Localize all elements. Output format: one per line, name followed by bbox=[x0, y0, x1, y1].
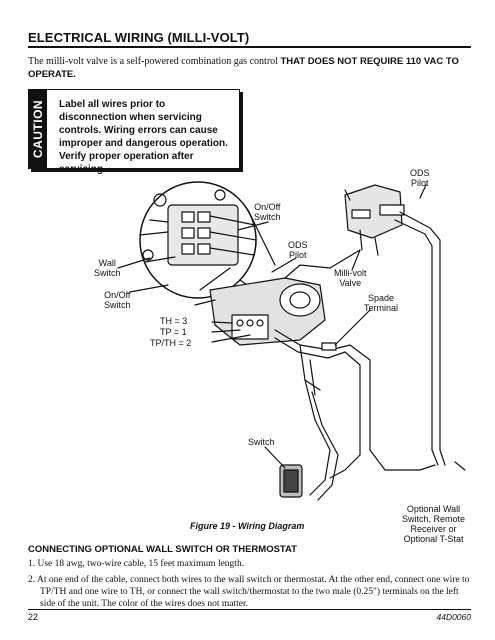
footer-rule bbox=[28, 609, 471, 610]
leader-onoff-left bbox=[129, 284, 169, 293]
switch-wire-3 bbox=[329, 454, 361, 479]
optional-wire-2 bbox=[439, 449, 446, 466]
page-title: ELECTRICAL WIRING (MILLI-VOLT) bbox=[28, 30, 250, 45]
label-onoff-switch-top: On/Off Switch bbox=[254, 202, 281, 222]
leader-wall-switch bbox=[117, 257, 151, 269]
intro-emphasis: THAT DOES NOT REQUIRE 110 VAC TO OPERATE… bbox=[28, 56, 459, 80]
step-item: 2. At one end of the cable, connect both… bbox=[28, 575, 470, 609]
wire-c bbox=[299, 344, 321, 391]
label-millivolt-valve: Milli-volt Valve bbox=[334, 268, 367, 288]
label-optional-wall-switch: Optional Wall Switch, Remote Receiver or… bbox=[402, 504, 466, 544]
leader-th bbox=[211, 321, 233, 324]
leader-tp bbox=[211, 329, 241, 333]
ods-pilot-assembly bbox=[344, 184, 405, 256]
label-wall-switch: Wall Switch bbox=[94, 258, 121, 278]
label-tpth: TP/TH = 2 bbox=[150, 338, 192, 348]
pilot-tube-outer bbox=[399, 211, 441, 451]
detail-switch-terminals bbox=[139, 189, 257, 291]
leader-switch bbox=[264, 446, 286, 469]
millivolt-valve-body bbox=[194, 264, 331, 346]
optional-wire-4 bbox=[454, 461, 466, 471]
pilot-tube-inner bbox=[394, 219, 433, 451]
step-item: 1. Use 18 awg, two-wire cable, 15 feet m… bbox=[28, 559, 245, 569]
label-ods-pilot-top: ODS Pilot bbox=[410, 168, 430, 188]
leader-ods-pilot-top bbox=[419, 184, 427, 199]
title-rule bbox=[28, 46, 471, 48]
label-onoff-switch-left: On/Off Switch bbox=[104, 290, 131, 310]
switch-wire-2 bbox=[311, 391, 339, 501]
wire-a bbox=[274, 329, 371, 451]
wire-d bbox=[309, 359, 316, 396]
pilot-tube-to-valve bbox=[329, 249, 361, 269]
wire-b bbox=[274, 337, 361, 456]
caution-box: CAUTION Label all wires prior to disconn… bbox=[28, 89, 240, 175]
steps-list: 1. Use 18 awg, two-wire cable, 15 feet m… bbox=[28, 558, 471, 614]
label-th: TH = 3 bbox=[160, 316, 188, 326]
spade-terminal bbox=[321, 342, 337, 351]
optional-wire-3 bbox=[431, 449, 439, 466]
page-number: 22 bbox=[28, 612, 39, 622]
zoom-line-upper bbox=[247, 209, 276, 266]
section-heading: CONNECTING OPTIONAL WALL SWITCH OR THERM… bbox=[28, 544, 297, 555]
caution-tab: CAUTION bbox=[29, 90, 47, 168]
switch-wire-1 bbox=[304, 379, 331, 496]
optional-wire-1 bbox=[369, 449, 436, 471]
label-tp: TP = 1 bbox=[160, 327, 187, 337]
intro-paragraph: The milli-volt valve is a self-powered c… bbox=[28, 55, 471, 81]
label-ods-pilot: ODS Pilot bbox=[288, 240, 308, 260]
leader-millivolt bbox=[351, 249, 361, 271]
intro-text: The milli-volt valve is a self-powered c… bbox=[28, 56, 278, 67]
leader-spade bbox=[334, 309, 371, 346]
label-spade-terminal: Spade Terminal bbox=[364, 293, 399, 313]
figure-caption: Figure 19 - Wiring Diagram bbox=[190, 521, 305, 531]
leader-tpth bbox=[211, 334, 251, 343]
leader-ods-pilot bbox=[271, 257, 297, 273]
caution-text: Label all wires prior to disconnection w… bbox=[59, 99, 228, 175]
label-switch: Switch bbox=[248, 437, 275, 447]
leader-onoff-top bbox=[237, 221, 269, 231]
rocker-switch bbox=[279, 464, 303, 498]
document-code: 44D0060 bbox=[436, 612, 471, 622]
